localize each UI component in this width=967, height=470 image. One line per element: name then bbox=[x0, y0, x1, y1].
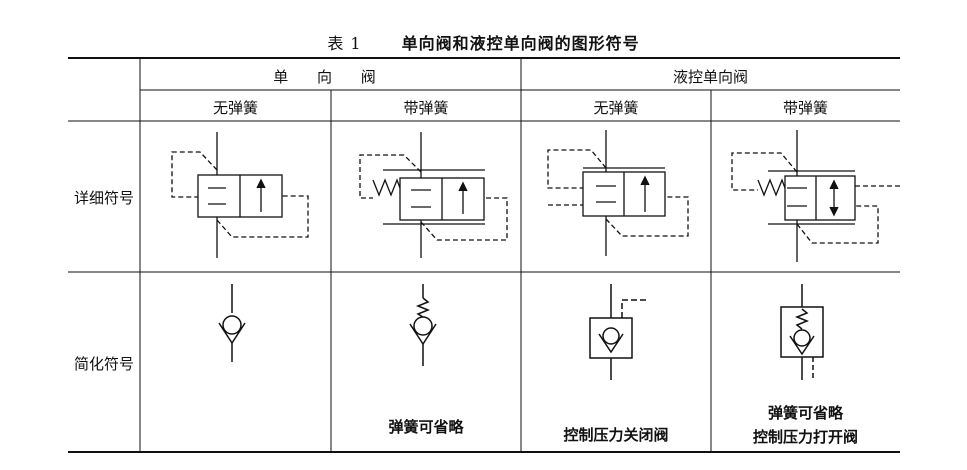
detailed-pilot-check-valve-no-spring bbox=[547, 130, 689, 256]
header-pilot-check-valve: 液控单向阀 bbox=[672, 68, 748, 86]
simplified-pilot-check-valve-opening bbox=[780, 284, 824, 380]
header-no-spring-2: 无弹簧 bbox=[593, 99, 639, 117]
header-with-spring-1: 带弹簧 bbox=[403, 99, 449, 117]
detailed-check-valve-with-spring bbox=[359, 132, 508, 258]
row-label-detailed: 详细符号 bbox=[73, 189, 134, 207]
note-pilot-closes: 控制压力关闭阀 bbox=[563, 426, 669, 444]
simplified-pilot-check-valve-closing bbox=[589, 284, 648, 380]
simplified-check-valve-with-spring bbox=[409, 284, 437, 366]
table-title: 表 1 单向阀和液控单向阀的图形符号 bbox=[0, 30, 967, 54]
row-label-simplified: 简化符号 bbox=[73, 355, 134, 373]
header-check-valve: 单 向 阀 bbox=[273, 68, 388, 86]
note-pilot-opens: 控制压力打开阀 bbox=[752, 428, 858, 446]
note-spring-optional: 弹簧可省略 bbox=[388, 418, 464, 436]
simplified-check-valve-no-spring bbox=[218, 284, 246, 362]
note-spring-optional-2: 弹簧可省略 bbox=[767, 404, 843, 422]
detailed-check-valve-no-spring bbox=[171, 132, 309, 258]
detailed-pilot-check-valve-with-spring bbox=[731, 130, 900, 262]
header-with-spring-2: 带弹簧 bbox=[782, 99, 828, 117]
header-no-spring-1: 无弹簧 bbox=[212, 99, 258, 117]
table-title-text: 单向阀和液控单向阀的图形符号 bbox=[401, 34, 640, 53]
table-number: 表 1 bbox=[327, 34, 362, 53]
